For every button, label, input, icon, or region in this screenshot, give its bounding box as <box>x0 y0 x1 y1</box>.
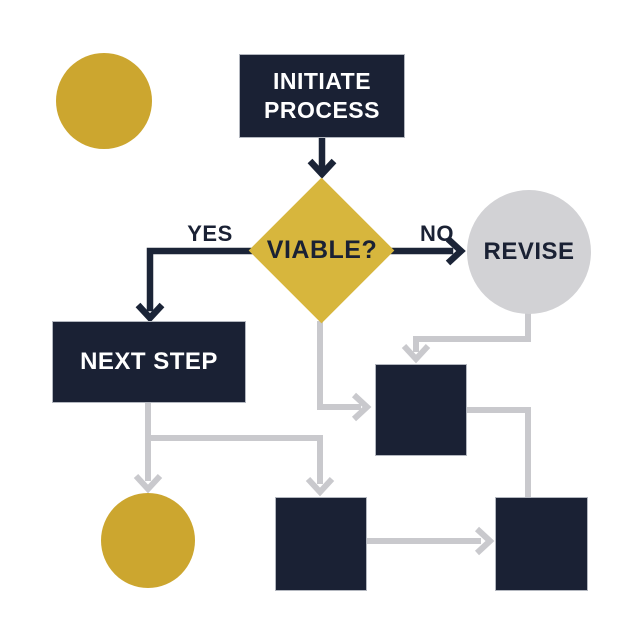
decorative-gold-circle <box>56 53 152 149</box>
initiate-process-label: INITIATE PROCESS <box>264 68 380 123</box>
connector-yes-to-next-step <box>135 247 257 323</box>
initiate-process-node: INITIATE PROCESS <box>240 55 404 137</box>
connector-viable-to-mid-square <box>317 321 372 422</box>
bottom-left-gold-circle <box>101 493 195 588</box>
bottom-mid-process-square <box>276 498 366 590</box>
mid-process-square <box>376 365 466 455</box>
yes-edge-label: YES <box>187 221 233 246</box>
next-step-node: NEXT STEP <box>53 322 245 402</box>
connector-bottom-mid-to-bottom-right-square <box>363 526 495 556</box>
revise-label: REVISE <box>483 238 575 265</box>
connector-no-to-revise <box>387 236 466 266</box>
connector-revise-to-mid-square <box>401 309 531 364</box>
connector-next-step-to-gold-circle <box>133 399 163 494</box>
connector-mid-square-to-bottom-right-square <box>463 407 531 500</box>
connector-initiate-to-viable <box>307 133 337 179</box>
viable-decision-label: VIABLE? <box>266 236 378 264</box>
revise-node: REVISE <box>467 190 591 314</box>
no-edge-label: NO <box>420 221 454 246</box>
connector-next-step-to-bottom-mid-square <box>145 435 335 497</box>
next-step-label: NEXT STEP <box>80 348 218 375</box>
bottom-right-process-square <box>496 498 587 590</box>
